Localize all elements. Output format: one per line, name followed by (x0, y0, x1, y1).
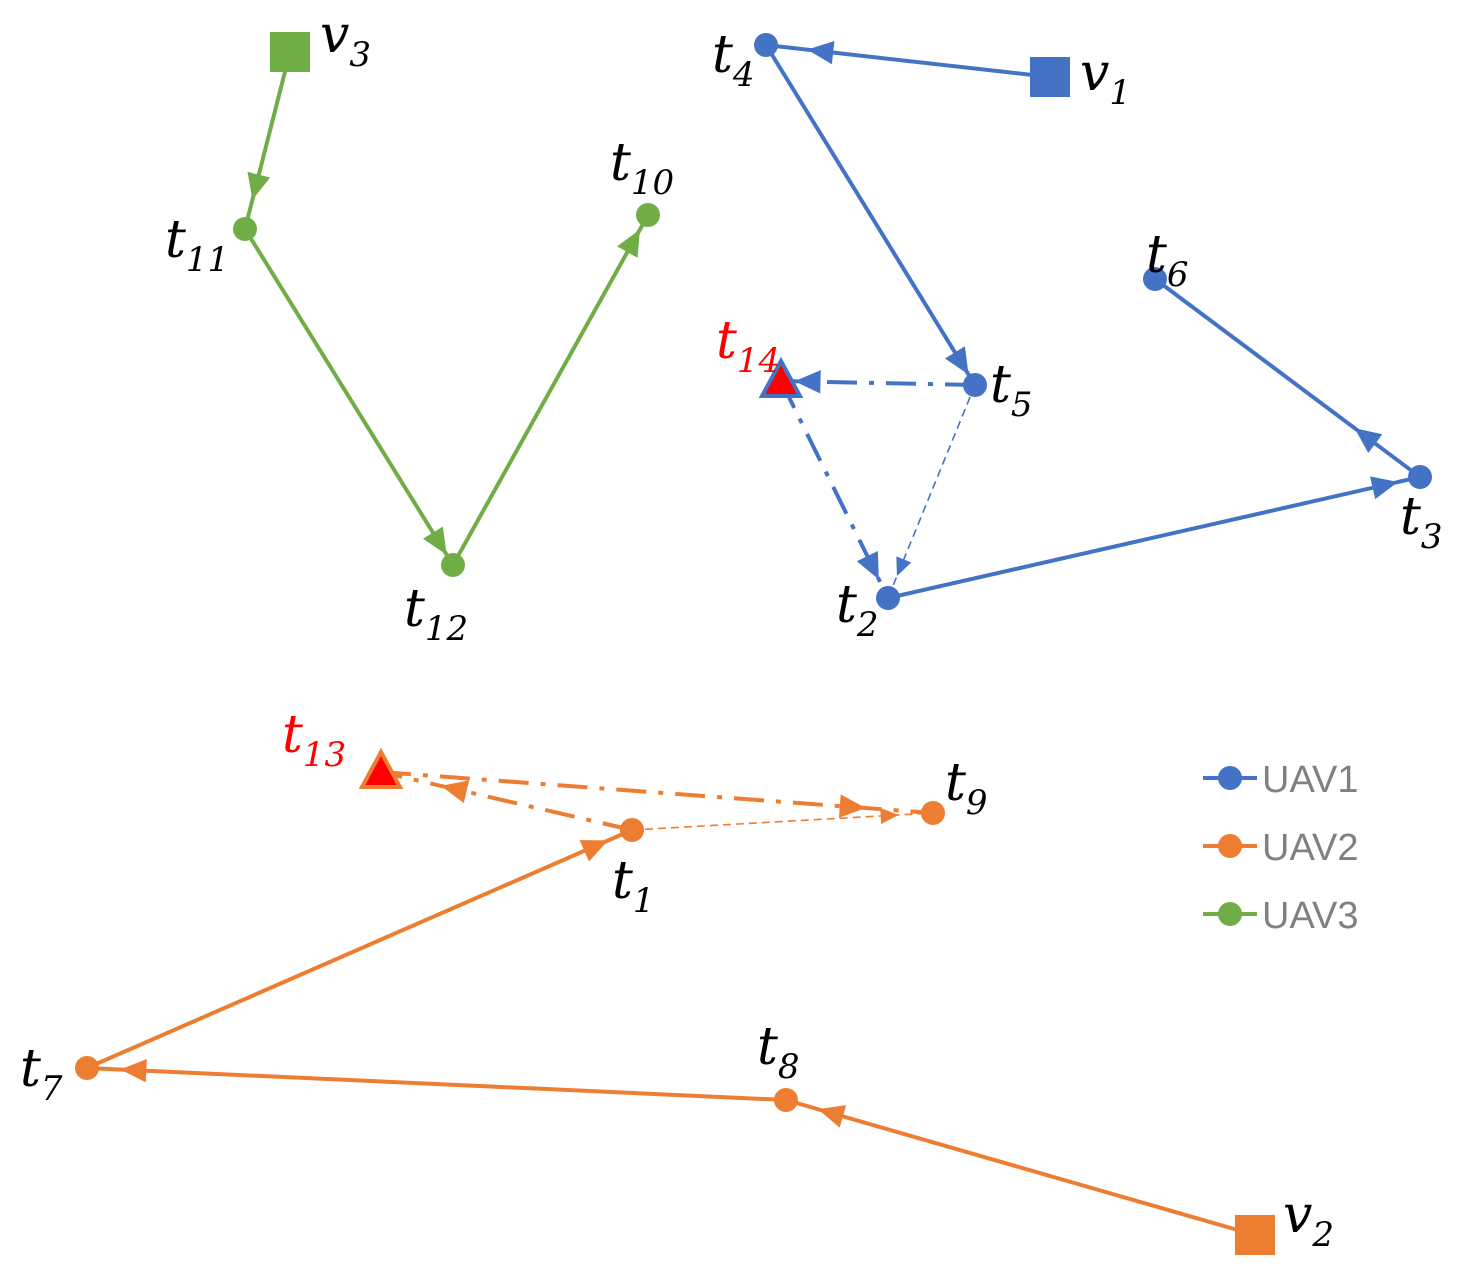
legend-label-uav2: UAV2 (1262, 827, 1358, 869)
label-t4: t4 (712, 25, 755, 95)
arrow-t3-t6 (1354, 428, 1383, 453)
arrow-t1-t9 (880, 807, 899, 825)
arrow-t7-t1 (579, 840, 609, 862)
edge-t8-t7 (86, 1066, 787, 1102)
label-v2: v2 (1283, 1185, 1334, 1255)
edge-t1-t13 (380, 770, 633, 832)
task-t6 (1143, 267, 1167, 291)
node-labels: v1 v2 v3 t1 t2 t3 t4 t5 t6 t7 t8 t9 t10 t11 t12 t13 t14 (20, 5, 1443, 1255)
task-t12 (441, 553, 465, 577)
arrow-v1-t4 (807, 40, 835, 65)
legend-marker-uav2 (1218, 834, 1242, 858)
task-t8 (774, 1088, 798, 1112)
edge-t11-t12 (243, 227, 455, 567)
arrow-t5-t14 (794, 370, 821, 394)
legend-label-uav3: UAV3 (1262, 895, 1358, 937)
label-t7: t7 (20, 1039, 63, 1109)
task-t10 (636, 203, 660, 227)
legend-item-uav2: UAV2 (1203, 827, 1358, 869)
new-task-t13 (358, 747, 404, 789)
task-t5 (963, 373, 987, 397)
legend-item-uav3: UAV3 (1203, 895, 1358, 937)
edge-t4-t5 (764, 43, 977, 387)
label-t13: t13 (282, 705, 346, 775)
edge-t3-t6 (1153, 277, 1422, 479)
arrow-t14-t2 (856, 550, 879, 580)
label-t14: t14 (716, 311, 780, 381)
label-t8: t8 (757, 1017, 800, 1087)
arrow-t5-t2 (896, 556, 912, 577)
label-v3: v3 (320, 5, 371, 75)
arrow-t13-t9 (838, 794, 866, 818)
label-t12: t12 (404, 579, 468, 649)
task-t3 (1408, 465, 1432, 489)
arrow-t2-t3 (1370, 476, 1398, 500)
arrow-t4-t5 (944, 346, 969, 375)
label-t3: t3 (1400, 487, 1443, 557)
label-t1: t1 (612, 851, 655, 921)
label-t2: t2 (836, 575, 879, 645)
arrow-v2-t8 (817, 1105, 847, 1128)
task-t9 (921, 801, 945, 825)
edge-t12-t10 (451, 214, 650, 566)
task-t1 (620, 818, 644, 842)
edge-t2-t3 (887, 475, 1421, 600)
task-t4 (754, 33, 778, 57)
label-t11: t11 (165, 210, 229, 280)
new-task-t14 (758, 356, 804, 398)
depot-v2 (1235, 1215, 1275, 1255)
edge-v3-t11 (243, 51, 292, 230)
depot-v3 (270, 32, 310, 72)
arrow-t11-t12 (423, 526, 447, 555)
arrow-t8-t7 (120, 1059, 147, 1083)
label-t10: t10 (610, 133, 674, 203)
edge-v2-t8 (785, 1098, 1256, 1237)
arrow-v3-t11 (247, 171, 271, 200)
task-t2 (876, 586, 900, 610)
label-v1: v1 (1080, 43, 1131, 113)
edge-t7-t1 (86, 828, 633, 1070)
legend-marker-uav1 (1218, 766, 1242, 790)
depot-v1 (1030, 57, 1070, 97)
arrow-t1-t13 (441, 780, 470, 804)
label-t5: t5 (990, 355, 1033, 425)
route-nodes (75, 32, 1432, 1255)
legend-item-uav1: UAV1 (1203, 759, 1358, 801)
route-edges (86, 40, 1422, 1237)
label-t6: t6 (1146, 225, 1189, 295)
task-t7 (75, 1056, 99, 1080)
label-t9: t9 (945, 753, 988, 823)
legend-marker-uav3 (1218, 902, 1242, 926)
arrow-t12-t10 (617, 229, 640, 258)
legend-label-uav1: UAV1 (1262, 759, 1358, 801)
task-t11 (233, 217, 257, 241)
